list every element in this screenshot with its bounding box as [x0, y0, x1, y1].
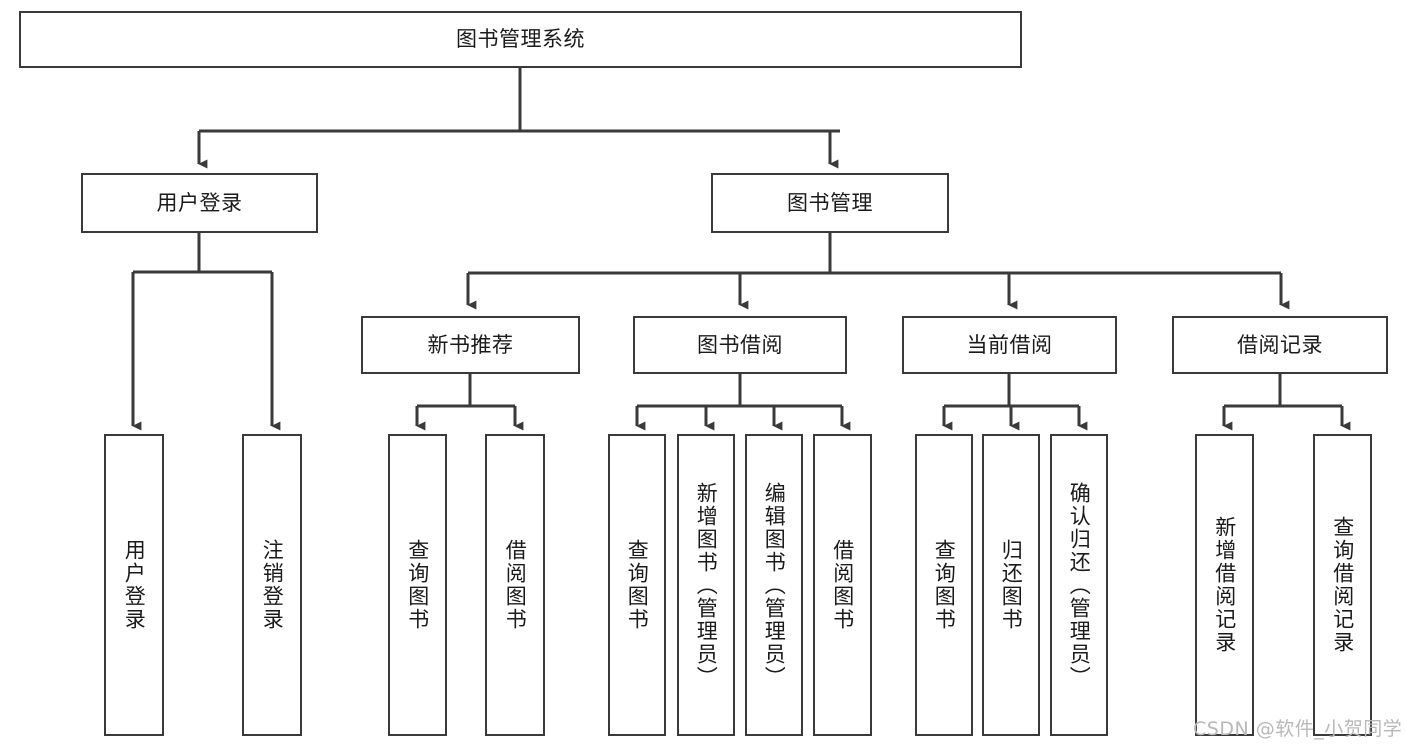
node-label: 新增借阅记录 [1212, 516, 1237, 654]
leaf-current-confirm-return-admin[interactable]: 确认归还（管理员） [1050, 434, 1108, 736]
node-book-borrow[interactable]: 图书借阅 [633, 316, 847, 374]
node-label: 用户登录 [122, 539, 147, 631]
node-label: 归还图书 [999, 539, 1024, 631]
leaf-record-add-record[interactable]: 新增借阅记录 [1195, 434, 1254, 736]
node-label: 借阅记录 [1237, 332, 1323, 357]
node-label: 借阅图书 [830, 539, 855, 631]
node-user-login[interactable]: 用户登录 [81, 173, 318, 233]
leaf-recommend-borrow-book[interactable]: 借阅图书 [485, 434, 545, 736]
leaf-user-login-logout[interactable]: 注销登录 [242, 434, 302, 736]
node-label: 借阅图书 [503, 539, 528, 631]
node-current-borrow[interactable]: 当前借阅 [902, 316, 1117, 374]
node-label: 确认归还（管理员） [1067, 481, 1092, 689]
node-book-management[interactable]: 图书管理 [711, 173, 949, 233]
node-label: 图书管理 [787, 190, 873, 215]
leaf-current-return-book[interactable]: 归还图书 [982, 434, 1040, 736]
node-label: 查询图书 [932, 539, 957, 631]
leaf-record-query-record[interactable]: 查询借阅记录 [1313, 434, 1372, 736]
leaf-current-query-book[interactable]: 查询图书 [915, 434, 973, 736]
leaf-borrow-edit-book-admin[interactable]: 编辑图书（管理员） [745, 434, 803, 736]
node-label: 查询借阅记录 [1330, 516, 1355, 654]
node-borrow-record[interactable]: 借阅记录 [1172, 316, 1388, 374]
watermark-text: CSDN @软件_小贺同学 [1193, 718, 1403, 740]
node-label: 编辑图书（管理员） [762, 481, 787, 689]
node-label: 图书借阅 [697, 332, 783, 357]
node-label: 用户登录 [156, 190, 243, 215]
leaf-user-login-login[interactable]: 用户登录 [104, 434, 164, 736]
node-label: 当前借阅 [966, 332, 1053, 357]
node-label: 查询图书 [625, 539, 650, 631]
node-label: 查询图书 [405, 539, 430, 631]
node-label: 新书推荐 [427, 332, 514, 357]
node-label: 新增图书（管理员） [694, 481, 719, 689]
node-root-book-management-system[interactable]: 图书管理系统 [19, 11, 1022, 68]
node-label: 注销登录 [260, 539, 285, 631]
node-new-book-recommend[interactable]: 新书推荐 [361, 316, 580, 374]
leaf-borrow-borrow-book[interactable]: 借阅图书 [813, 434, 872, 736]
leaf-borrow-add-book-admin[interactable]: 新增图书（管理员） [677, 434, 735, 736]
leaf-recommend-query-book[interactable]: 查询图书 [388, 434, 447, 736]
node-label: 图书管理系统 [456, 27, 585, 52]
leaf-borrow-query-book[interactable]: 查询图书 [608, 434, 666, 736]
